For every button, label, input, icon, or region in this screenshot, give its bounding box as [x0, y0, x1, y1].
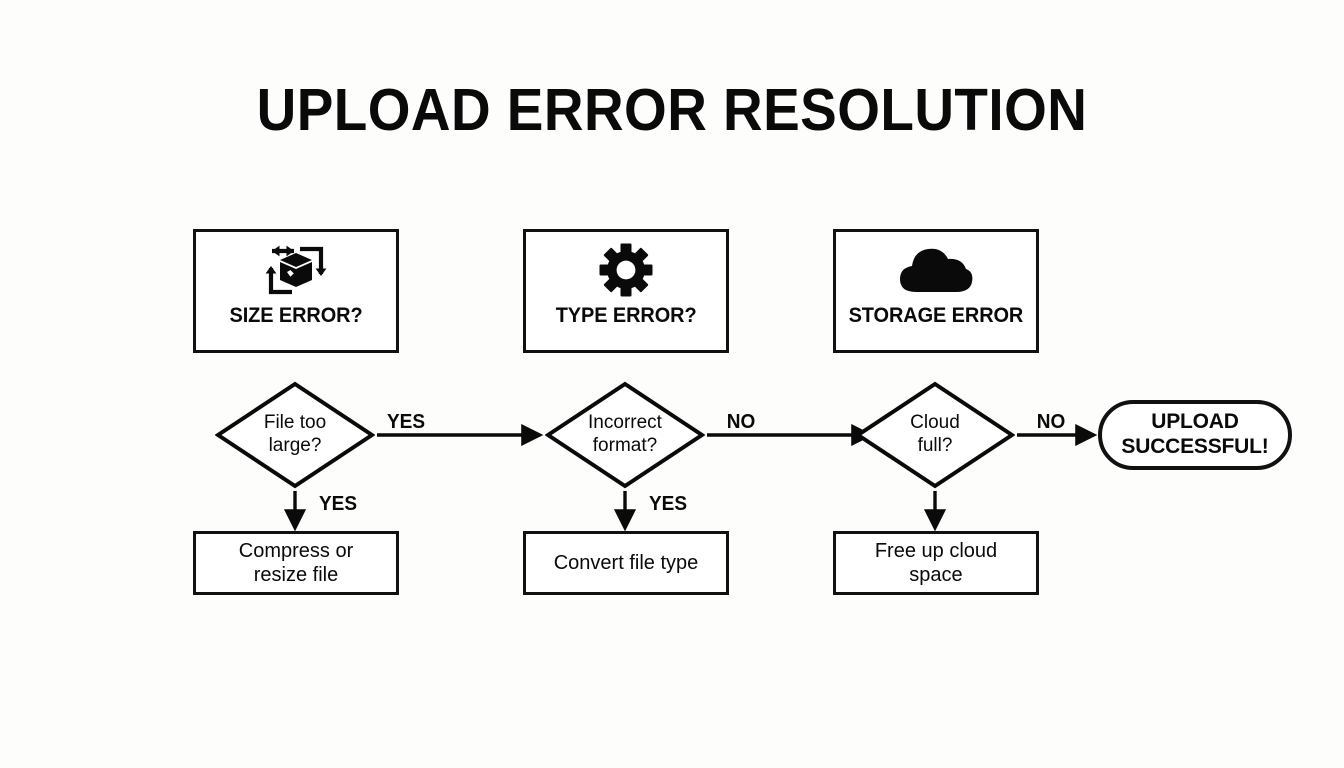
icon-box-type-error: TYPE ERROR?	[523, 229, 729, 353]
action-label-free-space: Free up cloud space	[875, 539, 997, 588]
decision-line-1: File too	[263, 412, 327, 434]
terminal-upload-successful: UPLOAD SUCCESSFUL!	[1098, 400, 1292, 470]
icon-box-label-size-error: SIZE ERROR?	[229, 304, 363, 327]
decision-label-cloud-full: Cloud full?	[855, 412, 1015, 458]
action-line-1: Free up cloud	[874, 539, 998, 562]
decision-file-too-large: File too large?	[215, 381, 375, 489]
edge-label-yes-size-to-type: YES	[387, 411, 426, 433]
icon-box-label-type-error: TYPE ERROR?	[555, 304, 697, 327]
terminal-line-2: SUCCESSFUL!	[1121, 435, 1269, 458]
decision-label-file-too-large: File too large?	[215, 412, 375, 458]
action-box-convert: Convert file type	[523, 531, 729, 595]
page-title: UPLOAD ERROR RESOLUTION	[256, 77, 1088, 143]
action-line-1: Compress or	[238, 539, 354, 562]
edge-label-no-storage-to-success: NO	[1036, 411, 1066, 433]
action-box-free-space: Free up cloud space	[833, 531, 1039, 595]
decision-line-2: format?	[592, 435, 658, 456]
action-line-2: space	[909, 564, 963, 586]
gear-icon	[598, 242, 654, 298]
decision-line-1: Incorrect	[588, 412, 662, 434]
decision-line-2: full?	[917, 435, 953, 456]
decision-cloud-full: Cloud full?	[855, 381, 1015, 489]
edge-label-yes-size-to-compress: YES	[319, 493, 358, 515]
action-line-1: Convert file type	[553, 551, 699, 574]
decision-incorrect-format: Incorrect format?	[545, 381, 705, 489]
cloud-icon	[898, 242, 974, 298]
icon-box-storage-error: STORAGE ERROR	[833, 229, 1039, 353]
action-line-2: resize file	[253, 564, 339, 586]
action-label-compress: Compress or resize file	[239, 539, 353, 588]
decision-label-incorrect-format: Incorrect format?	[545, 412, 705, 458]
icon-box-label-storage-error: STORAGE ERROR	[848, 304, 1024, 327]
edge-label-no-type-to-storage: NO	[726, 411, 756, 433]
action-box-compress: Compress or resize file	[193, 531, 399, 595]
terminal-label: UPLOAD SUCCESSFUL!	[1121, 410, 1268, 460]
action-label-convert: Convert file type	[554, 551, 699, 575]
resize-box-icon	[259, 242, 333, 298]
decision-line-1: Cloud	[910, 412, 960, 434]
icon-box-size-error: SIZE ERROR?	[193, 229, 399, 353]
edge-label-yes-type-to-convert: YES	[649, 493, 688, 515]
terminal-line-1: UPLOAD	[1151, 410, 1239, 434]
decision-line-2: large?	[268, 435, 322, 456]
